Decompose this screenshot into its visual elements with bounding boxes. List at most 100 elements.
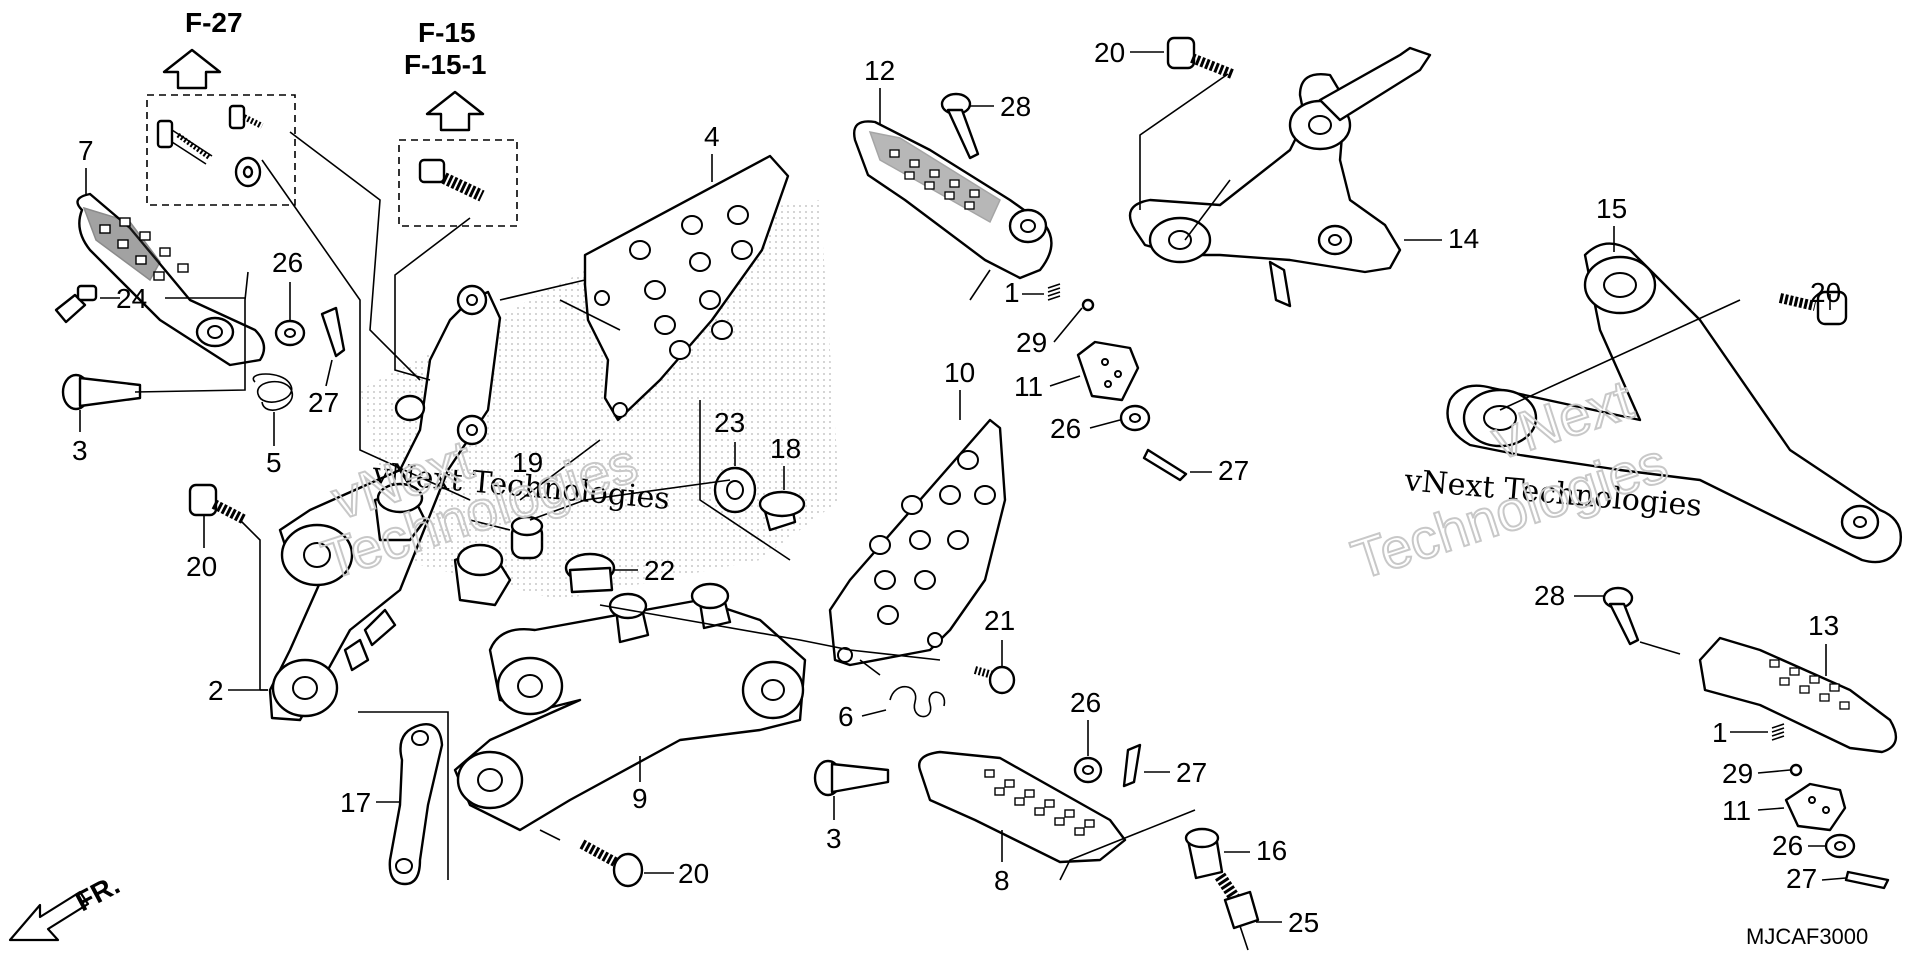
callout-25: 25 <box>1288 907 1319 938</box>
callout-17: 17 <box>340 787 371 818</box>
callout-29-right: 29 <box>1722 758 1753 789</box>
callout-11-top: 11 <box>1014 371 1043 402</box>
callout-27-top: 27 <box>1218 455 1249 486</box>
footpeg-12 <box>853 120 1053 280</box>
callout-15: 15 <box>1596 193 1627 224</box>
bolt-20-bottom <box>579 839 644 888</box>
callout-18: 18 <box>770 433 801 464</box>
washer-23 <box>713 466 757 514</box>
bracket-14 <box>1128 46 1432 308</box>
callout-26-right: 26 <box>1772 830 1803 861</box>
washer-26-left <box>274 319 306 347</box>
callout-26-left: 26 <box>272 247 303 278</box>
callout-1-top: 1 <box>1004 277 1020 308</box>
callout-8: 8 <box>994 865 1010 896</box>
front-arrow: FR. <box>8 869 125 942</box>
callout-3-bottom: 3 <box>826 823 842 854</box>
bolt-icon <box>418 158 485 202</box>
callout-24: 24 <box>116 283 147 314</box>
footpeg-8 <box>918 750 1127 864</box>
cotter-27-bottom <box>1122 743 1142 788</box>
spring-6 <box>889 685 946 718</box>
ref-f15-1: F-15-1 <box>404 49 486 80</box>
callout-27-right: 27 <box>1786 863 1817 894</box>
screw-icon <box>228 104 264 130</box>
callout-2: 2 <box>208 675 224 706</box>
callout-23: 23 <box>714 407 745 438</box>
washer-26-right <box>1824 833 1856 859</box>
callout-19: 19 <box>512 447 543 478</box>
washer-26-bottom <box>1073 756 1103 784</box>
cotter-27-top <box>1142 448 1188 482</box>
callout-27-bottom: 27 <box>1176 757 1207 788</box>
callout-27-left: 27 <box>308 387 339 418</box>
footpeg-13 <box>1698 636 1898 754</box>
ball-29-right <box>1789 763 1803 777</box>
spring-1-top <box>1047 283 1061 301</box>
spacer-19 <box>510 515 544 560</box>
bolt-20-left <box>188 483 248 525</box>
callout-22: 22 <box>644 555 675 586</box>
link-plate-17 <box>388 723 444 886</box>
callout-4: 4 <box>704 121 720 152</box>
pin-3-left <box>61 373 142 411</box>
washer-icon <box>234 156 262 188</box>
callouts: 7 24 3 26 27 5 20 2 17 19 4 23 18 22 9 2… <box>72 37 1847 938</box>
callout-20-bottom: 20 <box>678 858 709 889</box>
pin-3-bottom <box>813 759 890 797</box>
collar-18 <box>758 490 806 532</box>
ref-box-f27: F-27 <box>146 7 296 206</box>
callout-14: 14 <box>1448 223 1479 254</box>
part-code: MJCAF3000 <box>1746 924 1868 949</box>
cotter-27-right <box>1844 870 1890 890</box>
pin-28-top <box>940 92 980 160</box>
plate-11-right <box>1784 782 1847 832</box>
callout-20-right: 20 <box>1810 277 1841 308</box>
collar-22 <box>564 552 616 594</box>
ref-f27: F-27 <box>185 7 243 38</box>
callout-10: 10 <box>944 357 975 388</box>
arrow-down-left-icon <box>8 890 90 942</box>
callout-1-right: 1 <box>1712 717 1728 748</box>
callout-5: 5 <box>266 447 282 478</box>
callout-16: 16 <box>1256 835 1287 866</box>
callout-20-left: 20 <box>186 551 217 582</box>
hanger-bracket-9 <box>453 582 807 832</box>
callout-20-top: 20 <box>1094 37 1125 68</box>
callout-11-right: 11 <box>1722 795 1751 826</box>
callout-12: 12 <box>864 55 895 86</box>
callout-26-top: 26 <box>1050 413 1081 444</box>
heel-guard-10 <box>828 418 1007 667</box>
bolt-25 <box>1215 872 1260 951</box>
callout-28-right: 28 <box>1534 580 1565 611</box>
callout-7: 7 <box>78 135 94 166</box>
callout-26-bottom: 26 <box>1070 687 1101 718</box>
callout-13: 13 <box>1808 610 1839 641</box>
bolt-20-top <box>1166 36 1234 79</box>
ref-box-f15: F-15 F-15-1 <box>398 17 518 227</box>
washer-26-top <box>1119 404 1151 432</box>
hanger-15 <box>1446 242 1902 564</box>
callout-9: 9 <box>632 783 648 814</box>
pin-28-right <box>1602 586 1640 646</box>
callout-6: 6 <box>838 701 854 732</box>
callout-29-top: 29 <box>1016 327 1047 358</box>
collar-16 <box>1184 827 1224 880</box>
bolt-21 <box>973 665 1016 695</box>
callout-21: 21 <box>984 605 1015 636</box>
plate-11-top <box>1076 340 1140 402</box>
bolt-icon <box>156 119 213 165</box>
callout-3-left: 3 <box>72 435 88 466</box>
spring-1-right <box>1771 723 1785 741</box>
spring-5 <box>252 373 293 411</box>
ref-f15: F-15 <box>418 17 476 48</box>
footpeg-front-left <box>76 192 266 367</box>
bolt-20-right <box>1778 290 1848 326</box>
bracket-left <box>268 284 512 722</box>
callout-28-top: 28 <box>1000 91 1031 122</box>
bolt-24 <box>54 284 98 324</box>
cotter-27-left <box>320 306 346 358</box>
ball-29-top <box>1081 298 1095 312</box>
